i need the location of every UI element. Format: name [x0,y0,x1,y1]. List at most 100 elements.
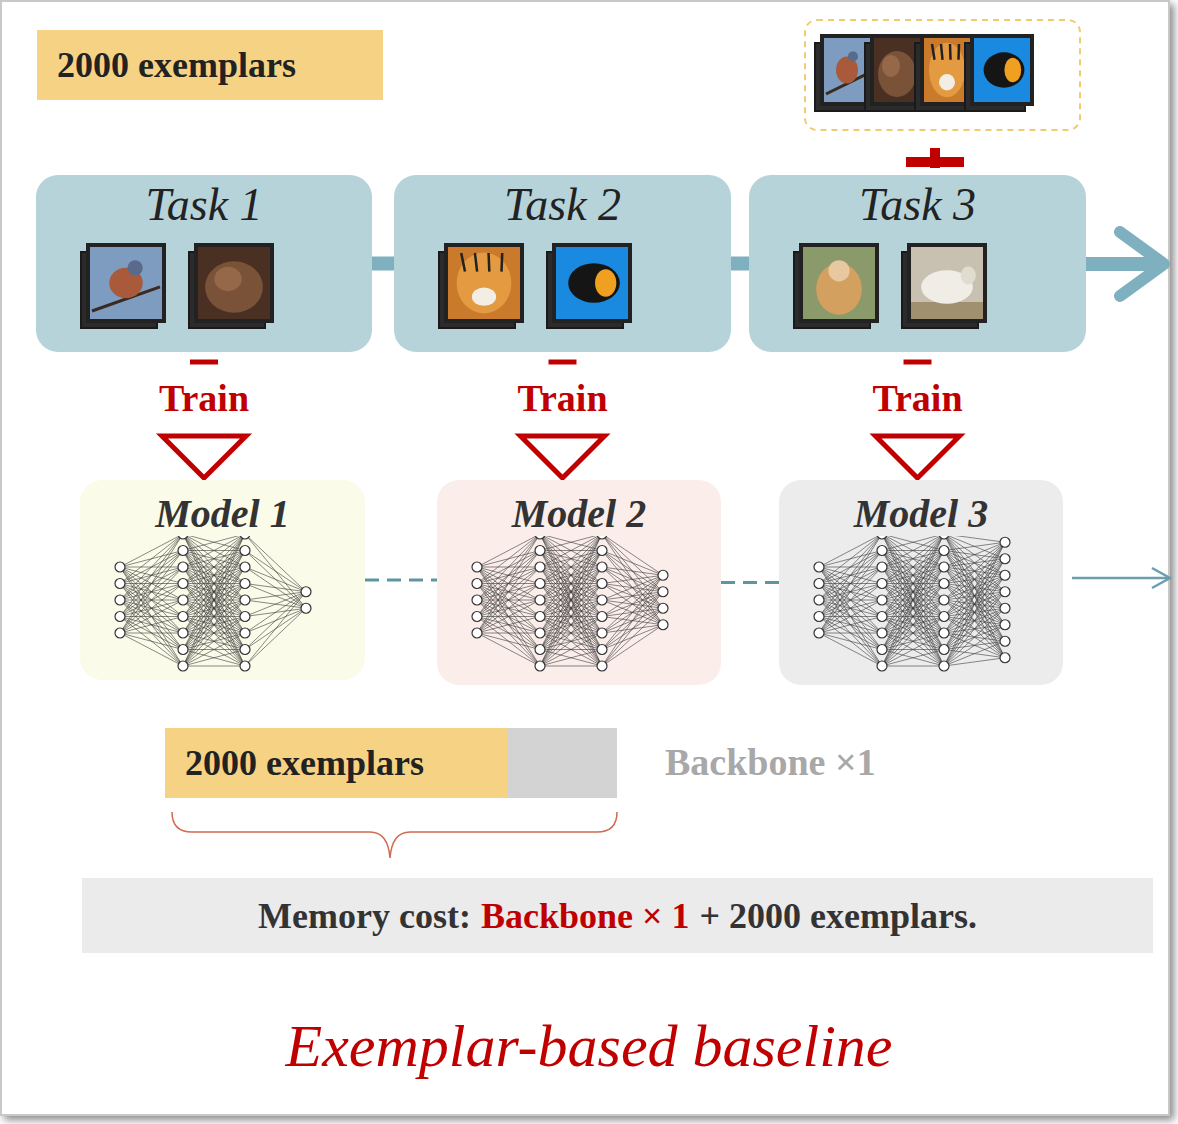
net-link [183,567,245,666]
net-neuron [658,603,668,613]
net-link [120,551,183,634]
net-link [183,534,245,617]
net-link [540,600,602,666]
net-neuron [658,587,668,597]
net-neuron [115,562,125,572]
net-link [602,551,663,592]
net-link [882,567,944,666]
net-link [602,575,663,600]
net-link [120,617,183,634]
net-neuron [240,628,250,638]
net-link [602,551,663,609]
train-bar [190,360,218,365]
net-link [183,534,245,600]
net-neuron [301,603,311,613]
net-neuron [814,579,824,589]
net-neuron [115,612,125,622]
net-neuron [877,628,887,638]
net-link [245,592,306,600]
net-link [882,600,944,666]
net-link [477,584,540,650]
net-link [183,534,245,584]
net-link [183,534,245,666]
net-link [120,567,183,650]
net-link [882,534,944,551]
net-neuron [240,546,250,556]
net-link [245,592,306,633]
net-link [183,534,245,650]
net-neuron [240,579,250,589]
net-link [882,584,944,667]
net-link [540,633,602,666]
net-neuron [877,546,887,556]
net-link [477,617,540,667]
net-neuron [472,612,482,622]
train-bar [549,360,577,365]
net-link [944,542,1005,616]
net-link [540,551,602,667]
net-link [882,600,944,666]
train-arrowhead [162,436,246,478]
net-link [944,534,1005,559]
net-link [183,584,245,667]
animal-photo [81,245,164,328]
net-link [183,534,245,567]
train-arrowhead [876,436,960,478]
net-link [245,584,306,609]
net-link [602,592,663,666]
animal-photo [915,36,972,111]
net-link [477,567,540,650]
net-neuron [178,595,188,605]
net-link [477,600,540,650]
net-neuron [597,595,607,605]
net-link [540,534,602,600]
model-box: Model 2 [437,480,721,685]
net-link [602,575,663,583]
net-link [819,617,882,634]
net-link [245,534,306,592]
net-link [183,534,245,551]
net-neuron [115,628,125,638]
net-link [540,534,602,551]
train-label: Train [513,378,611,420]
task-box: Task 2 [394,175,731,352]
net-link [882,534,944,650]
animal-photo [965,36,1032,111]
net-link [540,534,602,650]
net-link [882,584,944,667]
net-link [245,551,306,592]
net-link [245,534,306,608]
net-link [540,584,602,667]
exemplar-images [815,36,1032,111]
net-neuron [814,612,824,622]
net-link [602,567,663,575]
net-link [944,658,1005,666]
net-link [120,584,183,667]
net-neuron [814,595,824,605]
net-link [120,584,183,634]
net-link [477,633,540,634]
net-link [120,600,183,650]
net-link [183,633,245,666]
caption: Exemplar-based baseline [0,1012,1178,1081]
net-link [540,534,602,617]
net-link [819,534,882,584]
net-link [819,584,882,634]
task-box: Task 3 [749,175,1086,352]
model-box: Model 1 [80,480,365,680]
net-link [477,534,540,567]
net-link [944,534,1005,625]
animal-photo [547,245,630,328]
net-link [183,534,245,567]
net-link [540,534,602,551]
net-link [477,584,540,667]
net-link [120,584,183,650]
net-neuron [1000,587,1010,597]
net-link [245,567,306,592]
net-link [944,534,1005,592]
net-link [183,600,245,666]
net-neuron [1000,653,1010,663]
net-neuron [472,562,482,572]
net-neuron [535,595,545,605]
